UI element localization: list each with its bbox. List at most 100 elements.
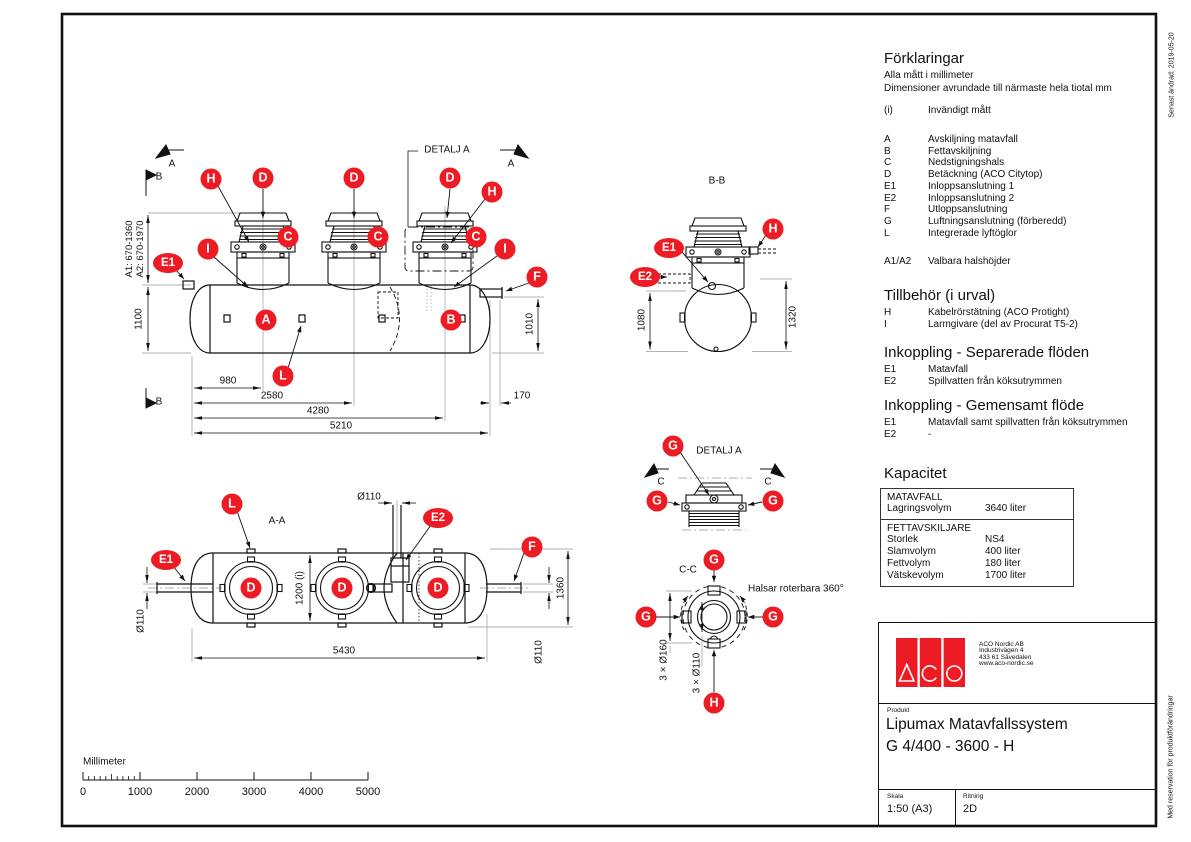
dim-1200i: 1200 (i) <box>294 571 306 605</box>
balloon-h: H <box>703 692 725 714</box>
title-block-divider <box>879 789 1156 790</box>
inlet-label: Matavfall samt spillvatten från köksutry… <box>928 417 1128 428</box>
dim-dia110-right: Ø110 <box>533 640 545 664</box>
dim-1360: 1360 <box>555 576 567 600</box>
capacity-row: Slamvolym 400 liter <box>887 546 1067 558</box>
scalebar-tick: 4000 <box>298 786 324 798</box>
capacity-value: 1700 liter <box>985 570 1027 581</box>
dim-170: 170 <box>513 390 531 402</box>
legend-row-neck-heights: A1/A2 Valbara halshöjder <box>884 256 1011 267</box>
capacity-label: Slamvolym <box>887 546 936 557</box>
company-address: ACO Nordic AB Industrivägen 4 433 61 Säv… <box>979 641 1034 667</box>
balloon-f: F <box>521 536 543 558</box>
plan-view-aa <box>143 500 573 662</box>
last-modified-note: Senast ändrad: 2019-05-20 <box>1168 32 1176 118</box>
balloon-e2: E2 <box>630 267 660 287</box>
view-title-bb: B-B <box>708 175 726 187</box>
inlet-label: Spillvatten från köksutrymmen <box>928 376 1062 387</box>
balloon-d: D <box>331 577 353 599</box>
company-website: www.aco-nordic.se <box>979 659 1034 667</box>
view-title-cc: C-C <box>679 564 697 576</box>
legend-title: Förklaringar <box>884 50 965 67</box>
dim-1100: 1100 <box>133 308 145 330</box>
inlet-key: E1 <box>884 364 897 375</box>
legend-label: Fettavskiljning <box>928 145 992 157</box>
legend-label: Integrerade lyftöglor <box>928 227 1017 239</box>
section-mark-b: B <box>155 396 163 408</box>
legend-key: C <box>884 157 892 169</box>
balloon-d: D <box>240 577 262 599</box>
legend-label: Inloppsanslutning 1 <box>928 180 1015 192</box>
capacity-title: Kapacitet <box>884 465 947 482</box>
legend-row: C Nedstigningshals <box>884 157 1004 168</box>
scalebar-tick: 3000 <box>241 786 267 798</box>
inlet-common-title: Inkoppling - Gemensamt flöde <box>884 397 1085 414</box>
product-model: G 4/400 - 3600 - H <box>886 738 1015 755</box>
capacity-value: 400 liter <box>985 546 1021 557</box>
balloon-e1: E1 <box>153 253 183 273</box>
company-city: 433 61 Sävedalen <box>979 653 1032 661</box>
balloon-f: F <box>526 266 548 288</box>
aco-logo <box>896 638 965 687</box>
legend-label: Inloppsanslutning 2 <box>928 192 1015 204</box>
balloon-i: I <box>197 238 219 260</box>
balloon-c: C <box>465 226 487 248</box>
capacity-label: Vätskevolym <box>887 570 944 581</box>
legend-label: Avskiljning matavfall <box>928 134 1018 145</box>
legend-row-inner-dim: (i) Invändigt mått <box>884 105 991 116</box>
legend-note-1: Alla mått i millimeter <box>884 70 974 81</box>
capacity-value: NS4 <box>985 534 1005 545</box>
capacity-label: Lagringsvolym <box>887 503 952 514</box>
balloon-g: G <box>762 490 784 512</box>
section-mark-b: B <box>155 171 163 183</box>
balloon-b: B <box>440 309 462 331</box>
legend-key: D <box>884 169 892 181</box>
inlet-row: E1 Matavfall samt spillvatten från köksut… <box>884 417 1128 428</box>
section-mark-a: A <box>507 158 515 170</box>
balloon-g: G <box>662 435 684 457</box>
balloon-d: D <box>439 167 461 189</box>
legend-key: B <box>884 145 891 157</box>
dim-3x110: 3 × Ø110 <box>691 652 703 694</box>
accessory-label: Kabelrörstätning (ACO Protight) <box>928 307 1070 318</box>
inlet-row: E1 Matavfall <box>884 364 968 375</box>
dim-dia110-top: Ø110 <box>357 491 381 503</box>
product-name: Lipumax Matavfallssystem <box>886 716 1068 733</box>
product-label: Produkt <box>887 707 910 714</box>
inlet-key: E2 <box>884 376 897 387</box>
inlet-separate-title: Inkoppling - Separerade flöden <box>884 344 1090 361</box>
capacity-value: 180 liter <box>985 558 1021 569</box>
scale-value: 1:50 (A3) <box>887 803 933 815</box>
legend-key: L <box>884 227 890 239</box>
legend-row: B Fettavskiljning <box>884 146 991 157</box>
legend-key: E1 <box>884 180 897 192</box>
inlet-label: Matavfall <box>928 364 969 375</box>
balloon-a: A <box>255 309 277 331</box>
drawing-label: Ritning <box>963 793 984 800</box>
dim-a2: A2: 670-1970 <box>135 220 146 278</box>
dim-5210: 5210 <box>329 420 353 432</box>
balloon-g: G <box>646 490 668 512</box>
legend-key: A <box>884 134 891 145</box>
dim-neck-heights: A1: 670-1360 A2: 670-1970 <box>124 220 146 277</box>
dim-2580: 2580 <box>260 390 284 402</box>
logo-letter-a <box>898 662 916 682</box>
capacity-section-header: MATAVFALL <box>887 492 943 503</box>
inlet-key: E1 <box>884 417 897 428</box>
balloon-g: G <box>762 606 784 628</box>
section-mark-c: C <box>764 476 772 488</box>
legend-label: Nedstigningshals <box>928 157 1005 169</box>
rotatable-necks-note: Halsar roterbara 360° <box>748 583 844 595</box>
dim-980: 980 <box>219 375 237 387</box>
legend-key: G <box>884 215 892 227</box>
title-block: ACO Nordic AB Industrivägen 4 433 61 Säv… <box>878 622 1157 827</box>
balloon-g: G <box>635 606 657 628</box>
